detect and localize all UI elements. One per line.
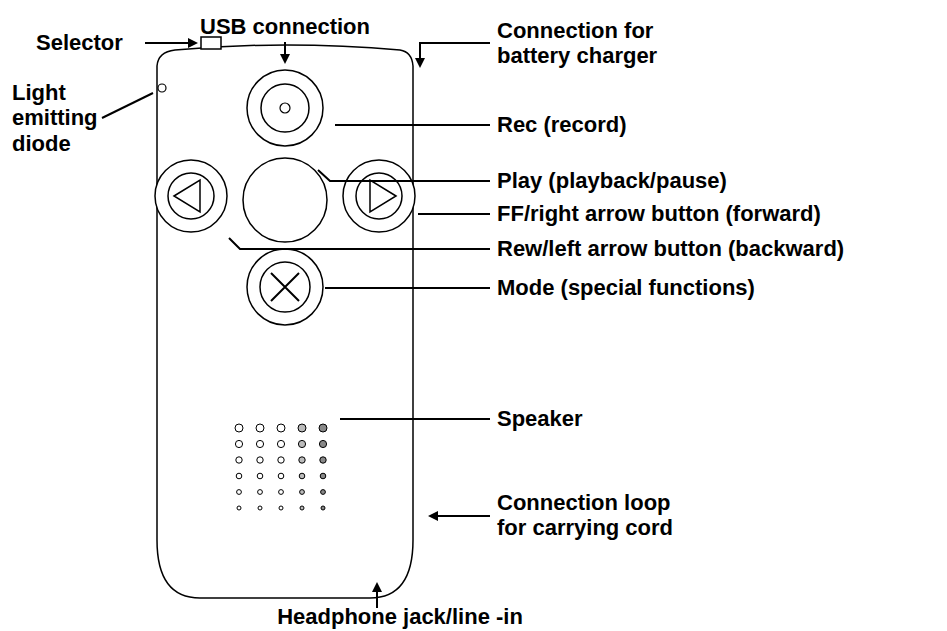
speaker-hole [237, 490, 242, 495]
speaker-hole [300, 490, 305, 495]
play-button [243, 158, 327, 242]
speaker-hole [298, 424, 306, 432]
rew-button [155, 160, 227, 232]
speaker-hole [256, 440, 263, 447]
speaker-hole [258, 490, 263, 495]
device-body [157, 45, 413, 598]
part-label: Mode (special functions) [497, 275, 755, 300]
speaker-hole [279, 506, 283, 510]
ff-button [343, 160, 415, 232]
speaker-hole [277, 440, 284, 447]
part-label: Speaker [497, 406, 583, 431]
speaker-hole [320, 473, 326, 479]
speaker-hole [299, 473, 305, 479]
speaker-hole [279, 490, 284, 495]
leader-lines [102, 42, 490, 608]
left-arrow-symbol [174, 180, 200, 212]
part-label: Play (playback/pause) [497, 168, 727, 193]
mode-button [247, 249, 323, 325]
speaker-hole [277, 424, 285, 432]
part-label: Headphone jack/line -in [277, 604, 523, 629]
speaker-hole [319, 440, 326, 447]
right-arrow-symbol [370, 180, 396, 212]
mode-button-inner [260, 262, 310, 312]
rec-button [247, 70, 323, 146]
rec-dot [280, 103, 290, 113]
part-label: Rew/left arrow button (backward) [497, 236, 844, 261]
speaker-hole [320, 457, 326, 463]
speaker-hole [236, 473, 242, 479]
speaker-hole [299, 457, 305, 463]
speaker-hole [237, 506, 241, 510]
speaker-hole [256, 424, 264, 432]
speaker-hole [278, 473, 284, 479]
speaker-hole [300, 506, 304, 510]
part-label: Light emitting diode [12, 80, 112, 156]
speaker-hole [319, 424, 327, 432]
speaker-hole [298, 440, 305, 447]
part-label: Selector [36, 30, 123, 55]
speaker-hole [258, 506, 262, 510]
speaker-hole [278, 457, 284, 463]
speaker-hole [257, 473, 263, 479]
part-label: Connection for battery charger [497, 18, 692, 69]
speaker-hole [321, 490, 326, 495]
speaker-hole [257, 457, 263, 463]
part-label: Rec (record) [497, 112, 627, 137]
part-label: USB connection [200, 14, 370, 39]
speaker-hole [236, 457, 242, 463]
speaker-hole [321, 506, 325, 510]
part-label: FF/right arrow button (forward) [497, 201, 821, 226]
rew-button-inner [168, 173, 214, 219]
x-symbol [271, 273, 299, 301]
ff-button-inner [356, 173, 402, 219]
speaker-hole [235, 424, 243, 432]
rec-button-inner [261, 84, 309, 132]
part-label: Connection loop for carrying cord [497, 490, 702, 541]
led [158, 84, 166, 92]
speaker-hole [235, 440, 242, 447]
speaker-grille [235, 424, 327, 510]
